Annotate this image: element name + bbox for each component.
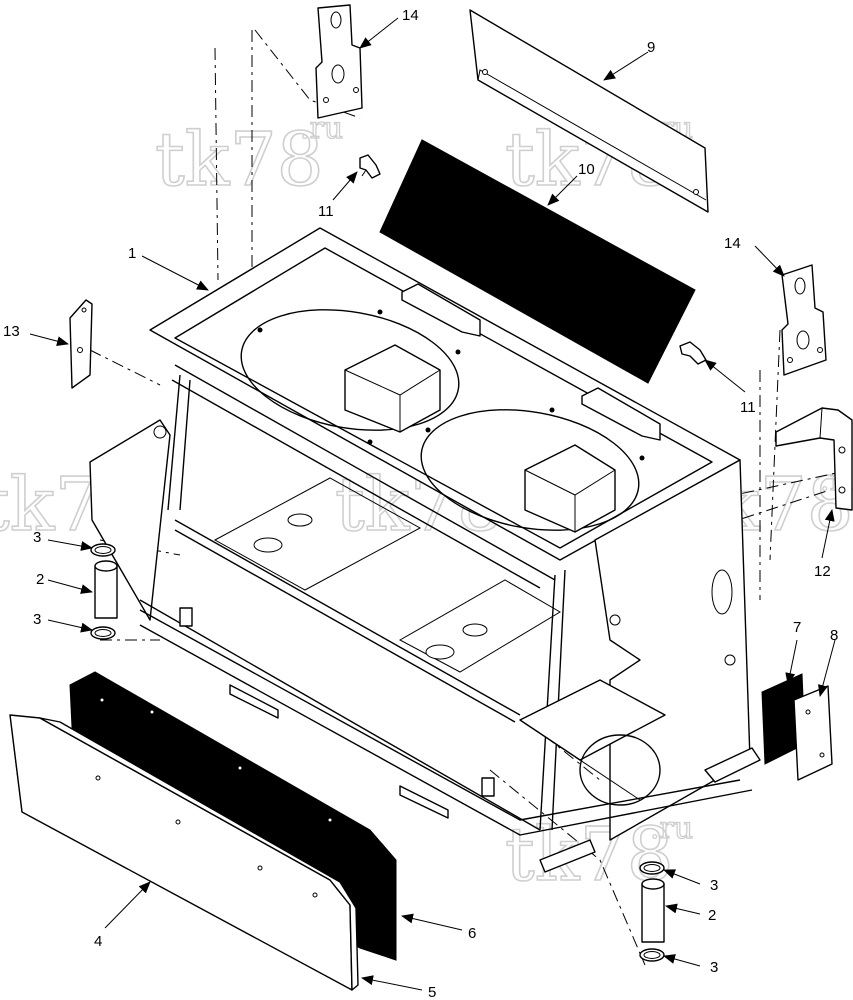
bracket-part-14-right	[781, 264, 827, 376]
callout-10: 10	[578, 161, 595, 178]
tube-part-2-left	[94, 560, 118, 619]
callout-9: 9	[647, 39, 655, 56]
callout-5: 5	[428, 984, 436, 1000]
callout-3-right-top: 3	[710, 877, 718, 894]
leader-arrows	[29, 17, 836, 991]
fastener-part-11-upper	[359, 154, 381, 179]
clamp-part-3-right-bottom	[639, 948, 665, 962]
callout-14-right: 14	[724, 235, 741, 252]
callout-3-left-bottom: 3	[33, 611, 41, 628]
bracket-part-14-top	[315, 4, 363, 119]
watermark-suffix: .ru	[650, 811, 693, 846]
fastener-part-11-right	[679, 341, 707, 365]
callout-7: 7	[793, 619, 801, 636]
panel-part-4-5	[9, 714, 359, 991]
callout-12: 12	[814, 563, 831, 580]
callout-2-left: 2	[36, 571, 44, 588]
tube-part-2-right	[641, 878, 665, 943]
plate-part-8	[793, 685, 833, 781]
callout-3-left-top: 3	[33, 529, 41, 546]
watermark-text: tk78	[155, 117, 324, 203]
main-frame-part-1	[89, 227, 761, 873]
clamp-part-3-right-top	[639, 861, 665, 875]
callout-3-right-bottom: 3	[710, 959, 718, 976]
callout-8: 8	[830, 627, 838, 644]
callout-14-top: 14	[402, 7, 419, 24]
cover-part-9	[469, 9, 709, 213]
filter-panel-part-10	[379, 139, 696, 384]
callout-4: 4	[94, 933, 102, 950]
callout-11-upper: 11	[318, 203, 334, 220]
clamp-part-3-left-bottom	[90, 626, 116, 640]
bracket-part-12	[775, 407, 853, 511]
callout-13: 13	[3, 323, 20, 340]
callout-1: 1	[128, 245, 136, 262]
callout-labels: 1 2 2 3 3 3 3 4 5 6 7 8 9 10 11 11 12 13…	[3, 7, 838, 1000]
clamp-part-3-left-top	[90, 543, 116, 557]
bracket-part-13	[69, 299, 93, 389]
callout-2-right: 2	[708, 907, 716, 924]
callout-6: 6	[468, 925, 476, 942]
callout-11-right: 11	[740, 399, 756, 416]
